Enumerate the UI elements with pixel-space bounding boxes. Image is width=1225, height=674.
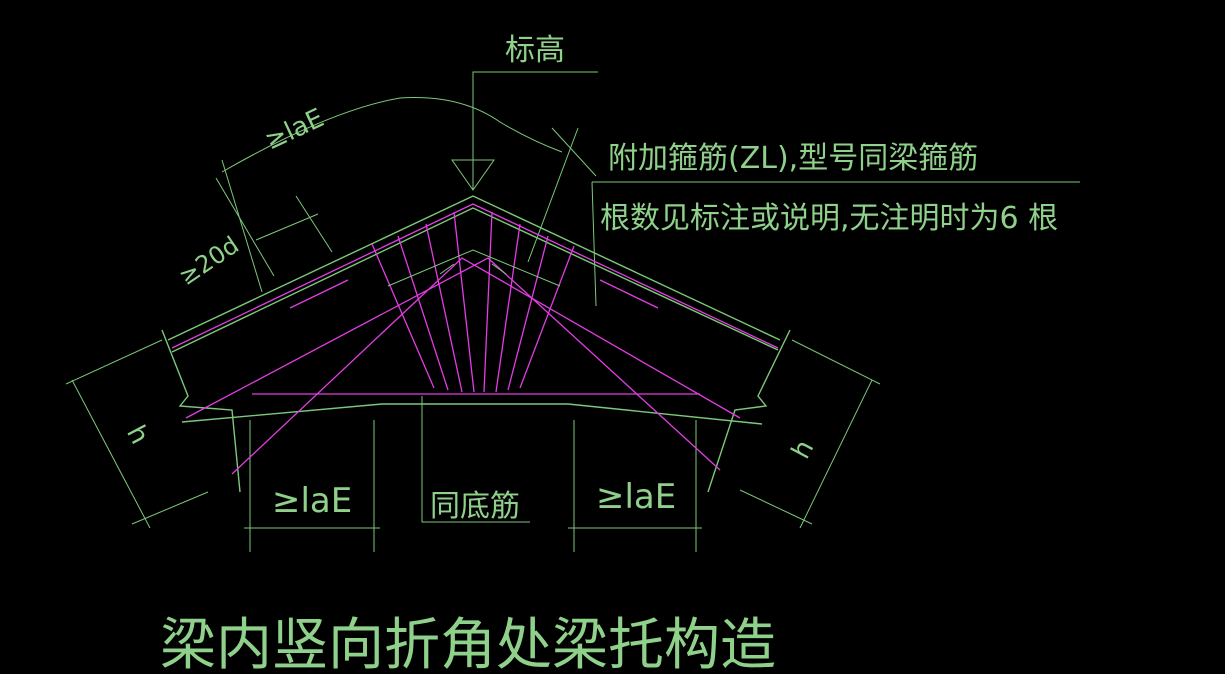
lae-ext-left [221,159,263,293]
h-right-label: h [786,435,820,464]
beam-top-edge [167,195,781,341]
stirrup [519,245,575,389]
dim-20d-ext-2 [295,195,333,253]
tick-mark [491,263,507,275]
beam-outline [161,195,791,493]
stirrup [371,243,435,389]
drawing-title: 梁内竖向折角处梁托构造 [160,613,776,674]
anchor-20d-label: ≥20d [174,231,244,291]
rebar-group [171,203,779,475]
lae-top-arc [221,97,563,173]
left-break-line [161,329,241,493]
h-right-dim-line [799,379,873,529]
lae-top-label: ≥laE [260,103,328,156]
lae-right-label: ≥laE [596,477,676,517]
dimension-lines [65,71,1080,552]
h-left-dim-line [71,379,151,529]
bottom-bar-left [185,257,721,471]
h-right-ext-top [791,339,881,385]
inner-ridge-marks [387,249,561,287]
same-bottom-leader [421,396,530,523]
inner-short-bar-left [289,279,349,309]
stirrup [483,211,493,393]
lae-left-label: ≥laE [272,481,352,521]
stirrup [397,235,449,391]
h-right-ext-bottom [739,489,813,525]
h-left-ext-bottom [131,491,209,525]
same-bottom-bar-label: 同底筋 [430,489,520,524]
beam-top-inner-edge [171,207,779,353]
dim-20d-ext-1 [215,177,275,277]
right-break-line [707,329,791,493]
inner-ridge-line [387,249,561,287]
elevation-label: 标高 [505,33,565,68]
lae-ext-right [551,127,597,177]
stirrup [507,235,549,391]
note-line-2: 根数见标注或说明,无注明时为6 根 [600,201,1058,236]
elevation-triangle [451,159,495,191]
dim-20d-line [255,213,319,241]
h-left-label: h [120,421,154,450]
bottom-bar-right [231,257,741,475]
note-leader-diag [527,127,579,263]
tick-mark [439,263,455,275]
top-longitudinal-bar [171,203,779,349]
additional-stirrups-fan [371,211,575,393]
inner-short-bar-right [599,279,659,309]
stirrup [495,223,521,393]
note-line-1: 附加箍筋(ZL),型号同梁箍筋 [608,141,978,176]
beam-bottom-edge [181,403,763,425]
h-left-ext-top [65,339,163,385]
elevation-leader [472,71,598,190]
stirrup [425,223,463,393]
note-leader-vertical [591,181,597,307]
stirrup [453,211,475,393]
